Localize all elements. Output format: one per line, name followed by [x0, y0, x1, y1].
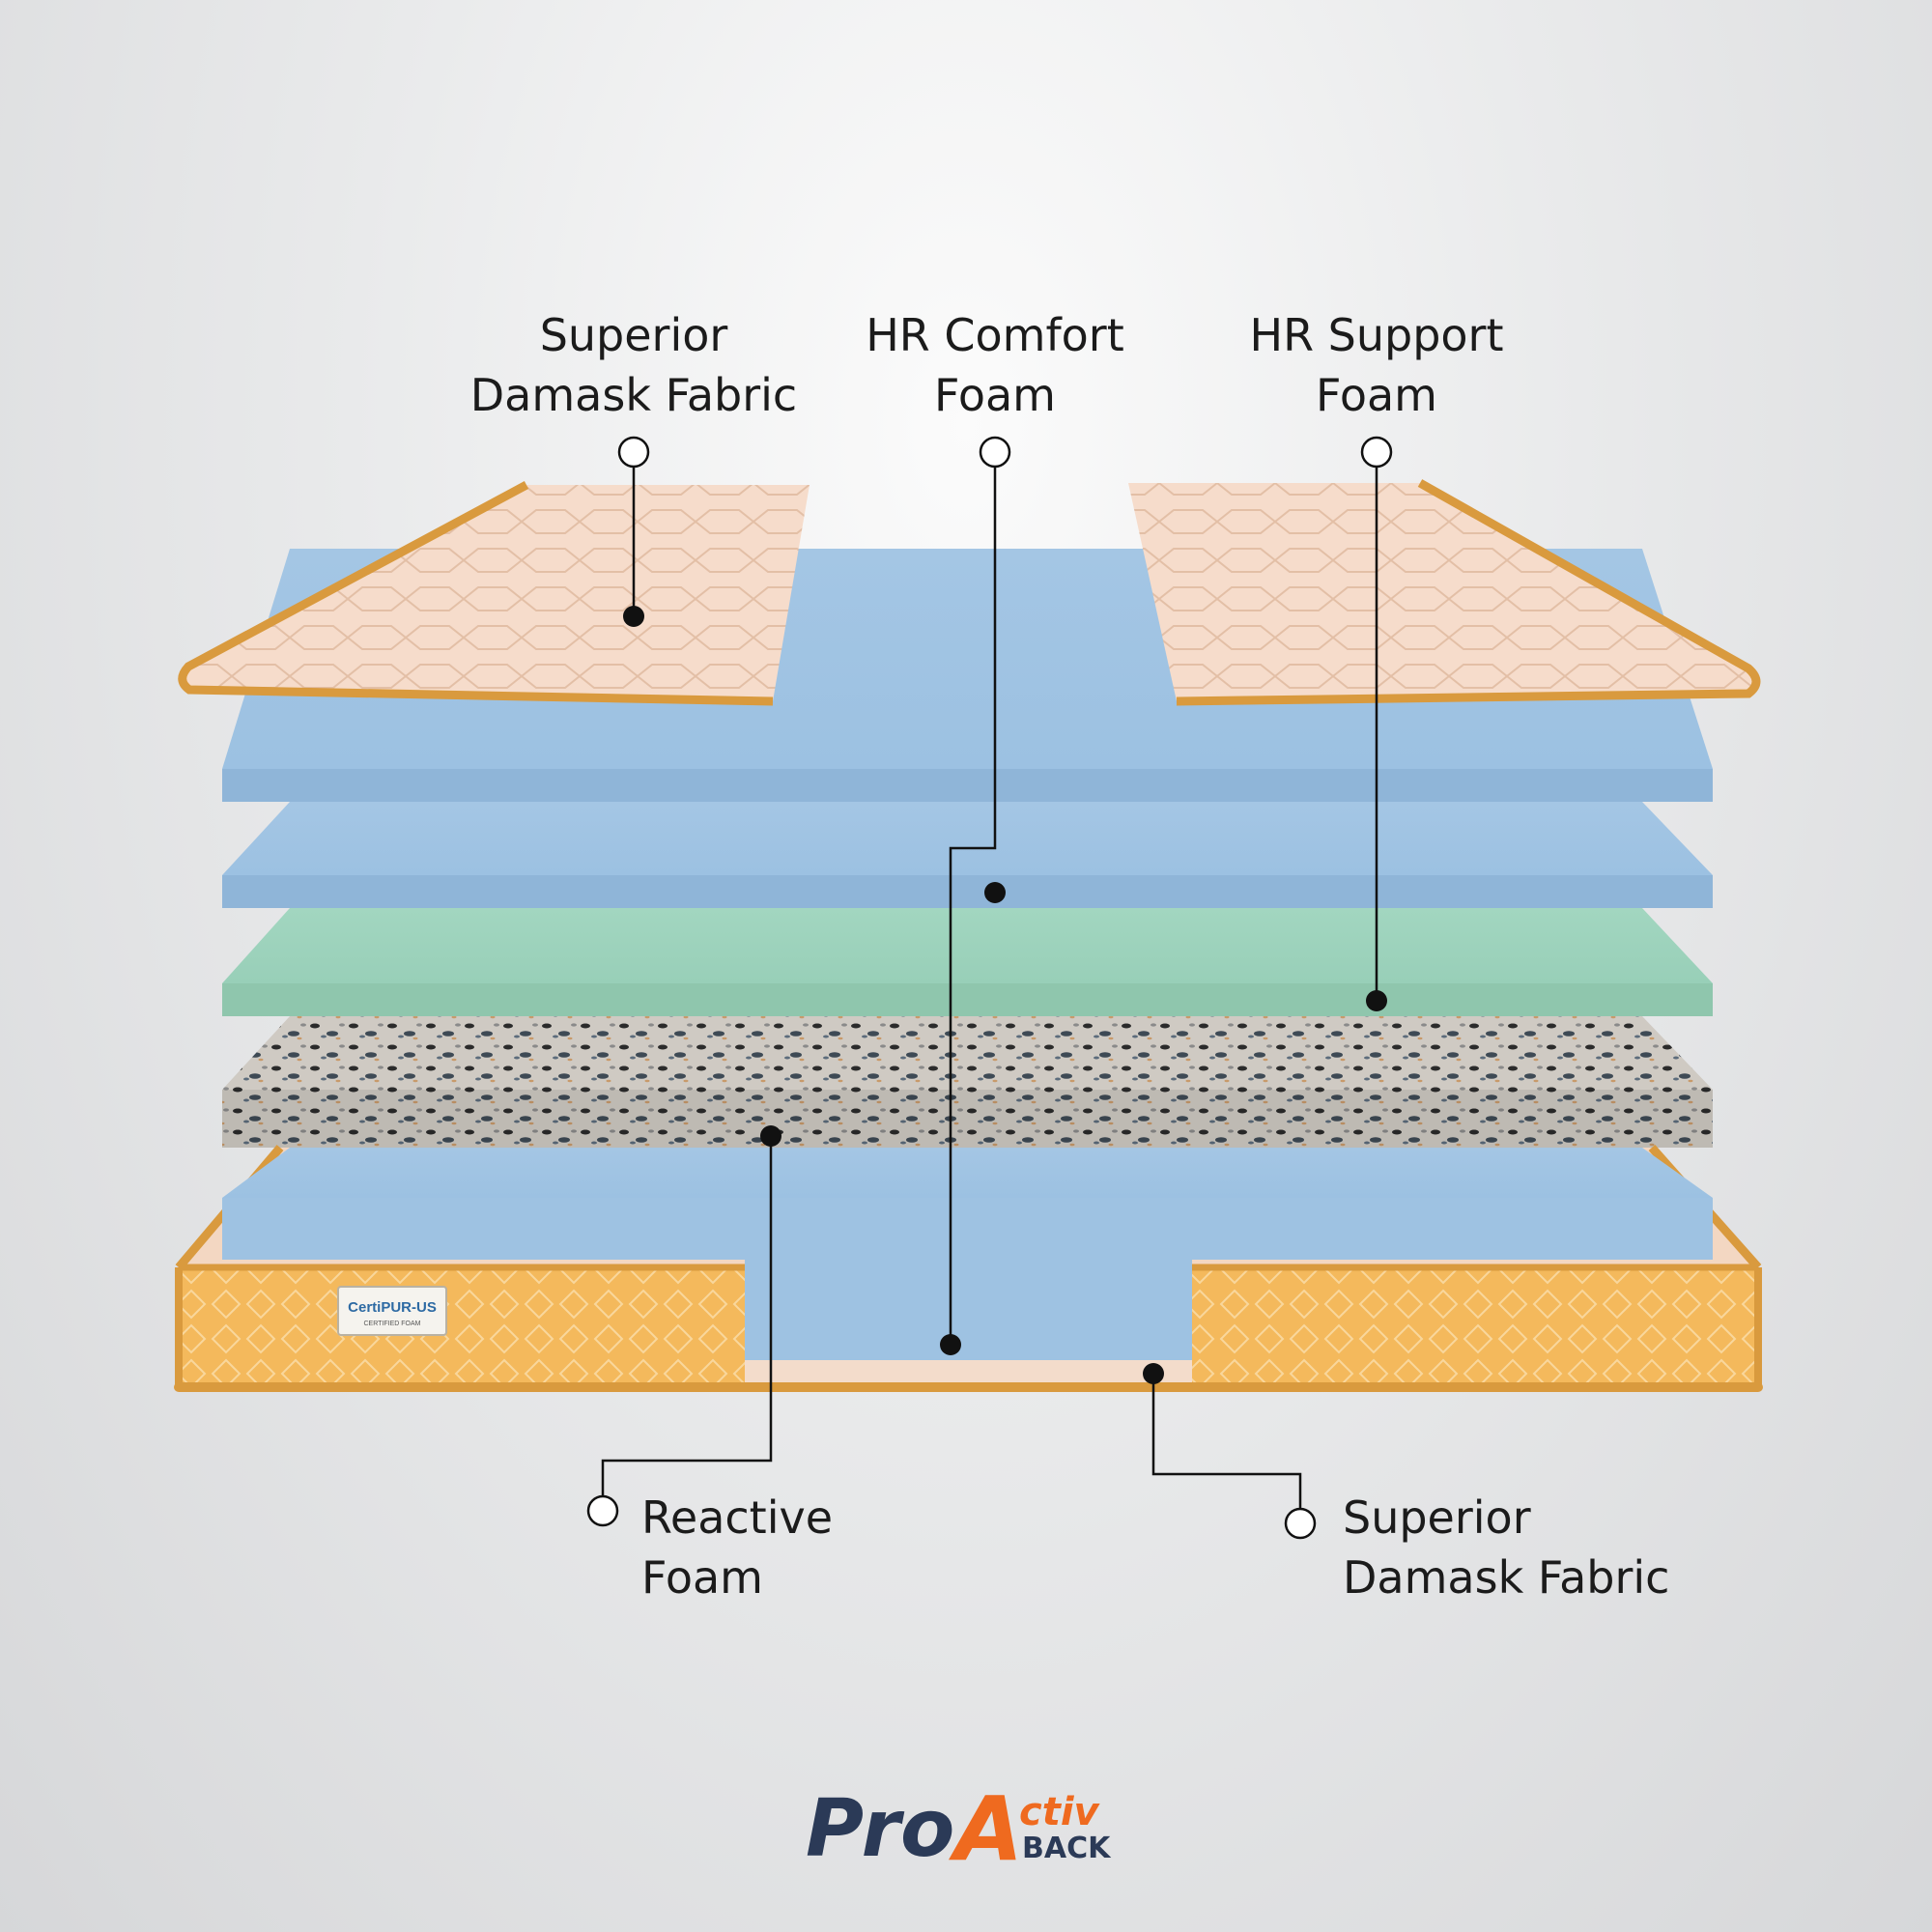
label-top-fabric: Superior Damask Fabric — [440, 305, 827, 425]
label-hr-comfort: HR Comfort Foam — [802, 305, 1188, 425]
hr-comfort-foam-layer — [222, 802, 1713, 908]
anchor-dot-bottom-fabric — [1143, 1363, 1164, 1384]
reactive-foam-layer — [222, 1016, 1713, 1148]
anchor-dot-reactive — [760, 1125, 781, 1147]
anchor-dots — [623, 606, 1387, 1384]
logo-a: A — [949, 1782, 1023, 1869]
mattress-base — [174, 1145, 1763, 1392]
certipur-tag-title: CertiPUR-US — [348, 1299, 437, 1316]
proactiv-back-logo: Pro A ctiv BACK — [806, 1782, 1112, 1869]
label-bottom-fabric: Superior Damask Fabric — [1343, 1488, 1729, 1607]
leader-lines — [601, 466, 1378, 1509]
leader-reactive — [601, 1136, 773, 1497]
label-hr-comfort-line2: Foam — [934, 369, 1056, 421]
ring-bottom-fabric — [1284, 1507, 1317, 1540]
label-rings — [586, 436, 1393, 1540]
anchor-dot-top-fabric — [623, 606, 644, 627]
ring-top-fabric — [617, 436, 650, 469]
leader-hr-comfort — [949, 466, 997, 1345]
ring-hr-support — [1360, 436, 1393, 469]
label-top-fabric-line2: Damask Fabric — [469, 369, 798, 421]
logo-ctiv: ctiv — [1019, 1790, 1101, 1834]
anchor-dot-hr-comfort — [984, 882, 1006, 903]
ring-reactive — [586, 1494, 619, 1527]
label-reactive: Reactive Foam — [641, 1488, 931, 1607]
label-reactive-line1: Reactive — [641, 1492, 834, 1544]
certipur-tag-subtitle: CERTIFIED FOAM — [364, 1321, 421, 1327]
label-reactive-line2: Foam — [641, 1551, 763, 1604]
hr-support-foam-layer — [222, 908, 1713, 1016]
ring-hr-comfort — [979, 436, 1011, 469]
label-bottom-fabric-line2: Damask Fabric — [1343, 1551, 1670, 1604]
anchor-dot-hr-support — [1366, 990, 1387, 1011]
label-bottom-fabric-line1: Superior — [1343, 1492, 1531, 1544]
logo-pro: Pro — [806, 1783, 954, 1869]
logo-back: BACK — [1022, 1832, 1112, 1865]
label-hr-comfort-line1: HR Comfort — [866, 309, 1124, 361]
label-top-fabric-line1: Superior — [539, 309, 728, 361]
leader-bottom-fabric — [1151, 1374, 1302, 1509]
label-hr-support-line1: HR Support — [1249, 309, 1504, 361]
label-hr-support: HR Support Foam — [1183, 305, 1570, 425]
label-hr-support-line2: Foam — [1316, 369, 1437, 421]
top-fabric-left-piece — [178, 481, 810, 706]
top-fabric-right-piece — [1128, 479, 1761, 706]
certipur-tag: CertiPUR-US CERTIFIED FOAM — [337, 1286, 447, 1336]
anchor-dot-hr-comfort-lower — [940, 1334, 961, 1355]
